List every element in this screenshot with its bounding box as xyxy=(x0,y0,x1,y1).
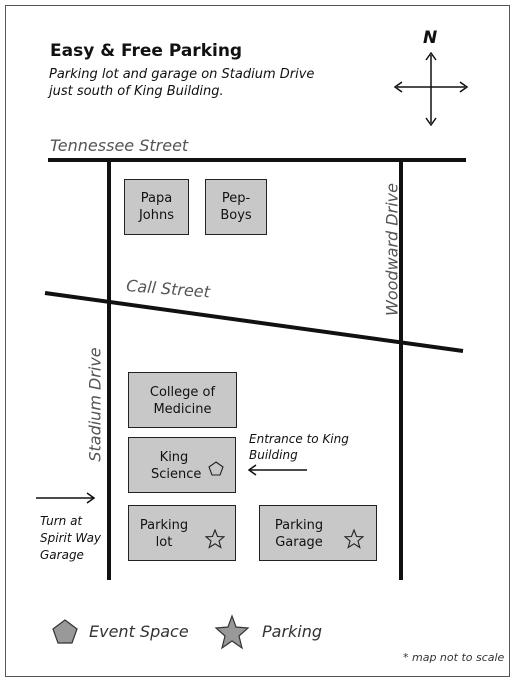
north-label: N xyxy=(423,28,438,48)
building-label: College of xyxy=(149,385,216,400)
building-label: Garage xyxy=(275,535,323,550)
building-label: Parking xyxy=(274,518,324,533)
compass-icon xyxy=(393,51,469,127)
building-label: Science xyxy=(151,467,202,482)
street-label-tennessee: Tennessee Street xyxy=(50,136,189,155)
building-label: King xyxy=(159,450,189,465)
building-label: Boys xyxy=(220,208,252,223)
building-label: Papa xyxy=(140,191,173,206)
building-label: Medicine xyxy=(153,402,212,417)
entrance-arrow-icon xyxy=(247,464,307,476)
scale-footnote: * map not to scale xyxy=(403,651,505,664)
building-papa-johns: Papa Johns xyxy=(124,179,189,235)
building-label: Parking xyxy=(139,518,189,533)
entrance-line-1: Entrance to King xyxy=(249,432,349,446)
building-college-of-medicine: College of Medicine xyxy=(128,372,237,428)
entrance-annotation: Entrance to King Building xyxy=(249,431,369,463)
legend-pentagon-icon xyxy=(52,619,78,644)
map-frame xyxy=(5,5,510,677)
pentagon-icon xyxy=(208,461,224,476)
star-icon xyxy=(205,529,225,549)
map-title: Easy & Free Parking xyxy=(50,41,243,61)
building-pep-boys: Pep- Boys xyxy=(205,179,267,235)
turn-annotation: Turn at Spirit Way Garage xyxy=(40,513,120,564)
building-king-science: King Science xyxy=(128,437,236,493)
entrance-line-2: Building xyxy=(249,448,298,462)
building-label: Pep- xyxy=(221,191,251,206)
map-subtitle: Parking lot and garage on Stadium Drive … xyxy=(49,66,349,100)
building-parking-garage: Parking Garage xyxy=(259,505,377,561)
building-label: Johns xyxy=(138,208,175,223)
star-icon xyxy=(344,529,364,549)
building-parking-lot: Parking lot xyxy=(128,505,236,561)
turn-arrow-icon xyxy=(36,492,96,504)
turn-line-1: Turn at xyxy=(40,514,83,528)
legend-star-icon xyxy=(214,614,250,650)
turn-line-2: Spirit Way xyxy=(40,531,102,545)
subtitle-line-1: Parking lot and garage on Stadium Drive xyxy=(49,67,315,82)
legend-event-space-label: Event Space xyxy=(89,622,189,641)
street-label-woodward: Woodward Drive xyxy=(382,183,402,316)
turn-line-3: Garage xyxy=(40,548,84,562)
street-label-stadium: Stadium Drive xyxy=(85,347,105,462)
building-label: lot xyxy=(155,535,173,550)
subtitle-line-2: just south of King Building. xyxy=(49,84,224,99)
legend-parking-label: Parking xyxy=(262,622,323,641)
call-street-road xyxy=(44,291,464,353)
